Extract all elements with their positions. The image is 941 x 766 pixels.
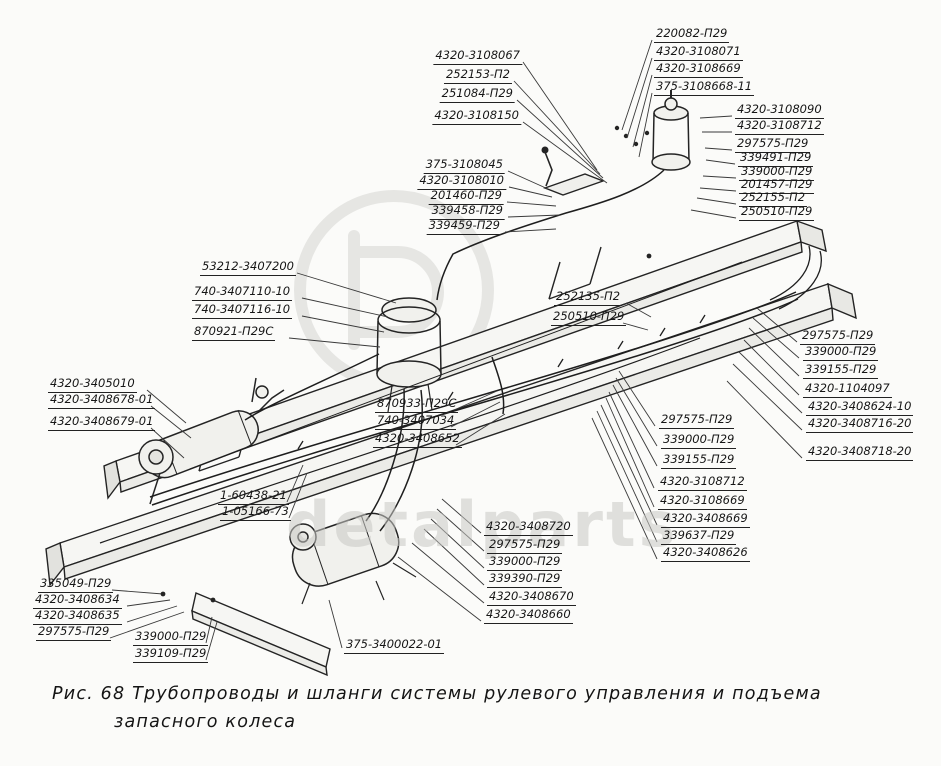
part-label: 252155-П2 (739, 191, 808, 207)
part-label: 4320-3108010 (417, 174, 506, 190)
part-label: 339000-П29 (739, 165, 815, 181)
bolts (614, 125, 650, 147)
spare-wheel-winch (291, 512, 400, 587)
part-label: 339155-П29 (661, 453, 737, 469)
part-label: 297575-П29 (735, 137, 811, 153)
valve-lever (544, 151, 553, 187)
part-label: 375-3400022-01 (344, 638, 445, 654)
pitman-arm (149, 472, 161, 505)
part-label: 740-3407116-10 (192, 303, 293, 319)
part-label: 339109-П29 (133, 647, 209, 663)
part-label: 339000-П29 (803, 345, 879, 361)
part-label: 53212-3407200 (200, 260, 296, 276)
part-label: 252153-П2 (443, 68, 512, 84)
part-label: 335049-П29 (38, 577, 114, 593)
part-label: 4320-3408716-20 (806, 417, 914, 433)
drag-link (251, 377, 285, 413)
part-label: 4320-3408720 (484, 520, 573, 536)
part-label: 339491-П29 (738, 151, 814, 167)
part-label: 4320-3408635 (33, 609, 122, 625)
part-label: 4320-3108071 (654, 45, 743, 61)
part-label: 4320-3408626 (661, 546, 750, 562)
ball-joint (255, 385, 269, 399)
part-label: 1-05166-73 (220, 505, 291, 521)
part-label: 251084-П29 (439, 87, 515, 103)
part-label: 339155-П29 (803, 363, 879, 379)
part-label: 375-3108668-11 (654, 80, 755, 96)
part-label: 870933-П29C (375, 397, 459, 413)
part-label: 339637-П29 (661, 529, 737, 545)
part-label: 4320-3408634 (33, 593, 122, 609)
part-label: 740-3407034 (375, 414, 457, 430)
part-label: 339459-П29 (426, 219, 502, 235)
part-label: 297575-П29 (659, 413, 735, 429)
part-label: 297575-П29 (800, 329, 876, 345)
part-label: 252135-П2 (554, 290, 623, 306)
part-label: 4320-3408652 (373, 432, 462, 448)
part-label: 250510-П29 (739, 205, 815, 221)
part-label: 4320-3405010 (48, 377, 137, 393)
part-label: 339458-П29 (429, 204, 505, 220)
part-label: 250510-П29 (551, 310, 627, 326)
part-label: 4320-3108712 (735, 119, 824, 135)
part-label: 4320-3108712 (658, 475, 747, 491)
part-label: 4320-3408718-20 (806, 445, 914, 461)
oil-reservoir (651, 90, 691, 171)
part-label: 4320-3108090 (735, 103, 824, 119)
part-label: 339000-П29 (487, 555, 563, 571)
part-label: 4320-3408660 (484, 608, 573, 624)
part-label: 375-3108045 (423, 158, 505, 174)
part-label: 4320-3408679-01 (48, 415, 156, 431)
part-label: 870921-П29C (192, 325, 276, 341)
part-label: 4320-1104097 (803, 382, 892, 398)
part-label: 339000-П29 (661, 433, 737, 449)
part-label: 4320-3408624-10 (806, 400, 914, 416)
caption-line-1: Рис. 68 Трубопроводы и шланги системы ру… (52, 684, 822, 704)
part-label: 4320-3408678-01 (48, 393, 156, 409)
part-label: 4320-3108669 (654, 62, 743, 78)
pipes (99, 169, 822, 544)
part-label: 4320-3108067 (433, 49, 522, 65)
leader-lines (109, 39, 803, 661)
part-label: 201460-П29 (428, 189, 504, 205)
part-label: 297575-П29 (36, 625, 112, 641)
part-label: 4320-3408670 (487, 590, 576, 606)
figure-caption: Рис. 68 Трубопроводы и шланги системы ру… (52, 684, 822, 732)
leader-dots (160, 253, 652, 603)
components (138, 90, 691, 605)
pipe-clamps (297, 314, 706, 450)
part-label: 740-3407110-10 (192, 285, 293, 301)
part-label: 4320-3108669 (658, 494, 747, 510)
part-label: 1-60438-21 (218, 489, 289, 505)
part-label: 220082-П29 (654, 27, 730, 43)
part-label: 339390-П29 (487, 572, 563, 588)
part-label: 201457-П29 (739, 178, 815, 194)
part-label: 4320-3108150 (432, 109, 521, 125)
part-label: 339000-П29 (133, 630, 209, 646)
caption-line-2: запасного колеса (114, 712, 297, 732)
part-label: 4320-3408669 (661, 512, 750, 528)
part-label: 297575-П29 (487, 538, 563, 554)
